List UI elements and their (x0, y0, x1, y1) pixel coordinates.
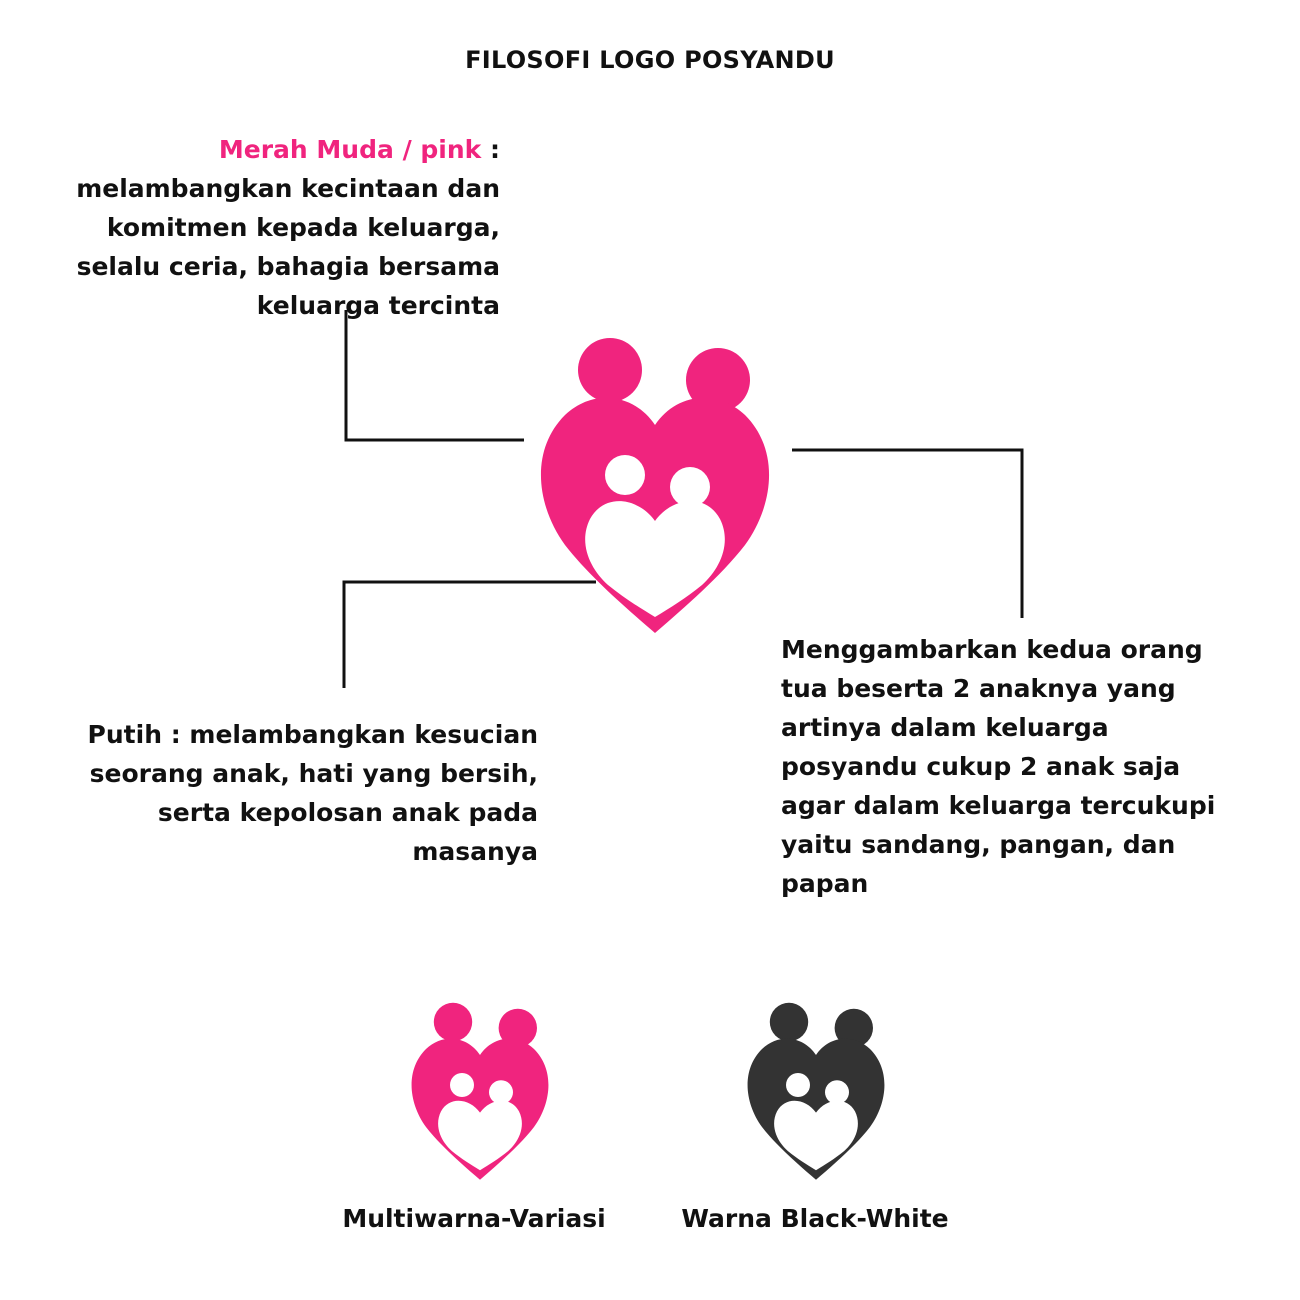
family-connector (792, 448, 1024, 618)
page-title: FILOSOFI LOGO POSYANDU (465, 46, 835, 74)
black-white-caption: Warna Black-White (681, 1204, 949, 1233)
main-logo-icon (530, 325, 780, 640)
family-description: Menggambarkan kedua orang tua beserta 2 … (781, 635, 1216, 898)
pink-color-label: Merah Muda / pink (218, 135, 482, 164)
black-white-logo-icon (741, 995, 891, 1184)
pink-color-text: : melambangkan kecintaan dan komitmen ke… (76, 135, 500, 320)
white-connector (342, 580, 596, 688)
pink-connector (344, 310, 524, 442)
white-color-description: Putih : melambangkan kesucian seorang an… (87, 720, 538, 866)
multicolor-logo-icon (405, 995, 555, 1184)
pink-color-description: Merah Muda / pink : melambangkan kecinta… (20, 130, 500, 325)
multicolor-caption: Multiwarna-Variasi (342, 1204, 606, 1233)
